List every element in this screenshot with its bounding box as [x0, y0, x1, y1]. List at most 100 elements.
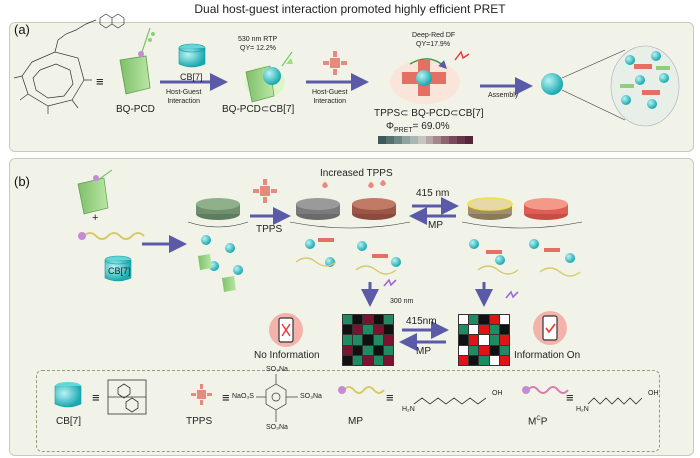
- cb7-label-b: CB[7]: [108, 266, 131, 276]
- no-information-label: No Information: [254, 350, 320, 361]
- legend-cb7-label: CB[7]: [56, 416, 82, 427]
- mp-bottom-label: MP: [416, 346, 431, 357]
- grid-cell: [469, 345, 479, 355]
- grid-cell: [459, 345, 469, 355]
- legend-cb7-icon: [54, 382, 82, 408]
- cb7-structure: [107, 379, 147, 415]
- grid-cell: [373, 335, 383, 345]
- phi-label: ΦPRET= 69.0%: [386, 121, 450, 134]
- pcd-macrocycle-structure: [13, 13, 125, 114]
- grid-cell: [343, 315, 353, 325]
- grid-cell: [469, 315, 479, 325]
- grid-cell: [383, 355, 393, 365]
- color-bar-segment: [449, 136, 458, 144]
- legend-tpps-label: TPPS: [186, 416, 213, 427]
- df-qy-label: QY=17.9%: [416, 41, 451, 48]
- host-guest-label-2: Host-Guest Interaction: [312, 89, 348, 105]
- phone-info-on-icon: [533, 311, 567, 345]
- figure-title: Dual host-guest interaction promoted hig…: [194, 2, 506, 16]
- grid-cell: [499, 355, 509, 365]
- grid-cell: [343, 325, 353, 335]
- grid-cell: [499, 335, 509, 345]
- grid-cell: [479, 355, 489, 365]
- bq-pcd-cup-icon: [119, 27, 155, 95]
- color-bar-segment: [385, 136, 394, 144]
- grid-cell: [363, 335, 373, 345]
- equivalent-sign-a: ≡: [96, 74, 104, 89]
- grid-cell: [353, 345, 363, 355]
- uv-flash-icon-right: [505, 290, 519, 299]
- increased-tpps-label: Increased TPPS: [320, 168, 393, 179]
- color-bar-segment: [409, 136, 418, 144]
- grid-cell: [489, 315, 499, 325]
- grid-cell: [469, 325, 479, 335]
- df-label: Deep-Red DF: [412, 32, 456, 39]
- grid-cell: [489, 335, 499, 345]
- grid-cell: [363, 345, 373, 355]
- grid-cell: [499, 315, 509, 325]
- grid-cell: [373, 315, 383, 325]
- grid-cell: [343, 335, 353, 345]
- equivalent-sign-mcp: ≡: [566, 390, 574, 405]
- tpps-structure: [256, 374, 298, 422]
- grid-cell: [363, 355, 373, 365]
- cb7-barrel-icon-a: [178, 43, 206, 68]
- tpps-label-b: TPPS: [256, 224, 283, 235]
- tpps-so3na-bottom: SO₃Na: [266, 424, 288, 431]
- grid-cell: [479, 315, 489, 325]
- plus-sign: +: [92, 212, 99, 224]
- panel-b-reactants: [77, 169, 145, 282]
- grid-cell: [363, 325, 373, 335]
- host-guest-label-1: Host-Guest Interaction: [166, 89, 202, 105]
- legend-mcp-icon: [522, 386, 569, 394]
- mcp-h2n-label: H₂N: [576, 406, 589, 413]
- tpps-so3na-right: SO₃Na: [300, 393, 322, 400]
- rtp-qy-label: QY= 12.2%: [240, 45, 276, 52]
- brown-disc-icon: [322, 180, 396, 220]
- mcp-structure: [587, 397, 643, 405]
- grid-cell: [459, 355, 469, 365]
- color-bar-segment: [433, 136, 442, 144]
- information-grid-off: [342, 314, 394, 366]
- phone-no-info-icon: [269, 313, 303, 347]
- gray-disc-icon: [296, 198, 340, 220]
- 300nm-label: 300 nm: [390, 298, 414, 305]
- grid-cell: [489, 345, 499, 355]
- panel-b: [9, 158, 694, 456]
- grid-cell: [459, 335, 469, 345]
- information-grid-on: [458, 314, 510, 366]
- grid-cell: [383, 315, 393, 325]
- 415nm-top-label: 415 nm: [416, 188, 450, 199]
- panel-a-label: (a): [14, 22, 30, 37]
- grid-cell: [353, 315, 363, 325]
- grid-cell: [353, 355, 363, 365]
- information-on-label: Information On: [514, 350, 581, 361]
- grid-cell: [343, 345, 353, 355]
- molecule-cluster-middle: [295, 238, 401, 275]
- grid-cell: [489, 325, 499, 335]
- mp-oh-label: OH: [492, 390, 503, 397]
- grid-cell: [469, 355, 479, 365]
- equivalent-sign-tpps: ≡: [222, 390, 230, 405]
- complex-tpps-bq-pcd-cb7-icon: [390, 50, 470, 104]
- yellow-disc-icon: [466, 197, 514, 220]
- green-disc-icon: [187, 198, 249, 292]
- grid-cell: [373, 355, 383, 365]
- color-bar-segment: [465, 136, 474, 144]
- 415nm-bottom-label: 415nm: [406, 316, 437, 327]
- molecule-cluster-right: [469, 239, 581, 277]
- tpps-cross-icon-b: [253, 179, 277, 203]
- grid-cell: [479, 325, 489, 335]
- grid-cell: [353, 335, 363, 345]
- grid-cell: [459, 325, 469, 335]
- uv-flash-icon: [383, 278, 397, 287]
- mp-top-label: MP: [428, 220, 443, 231]
- complex1-label: BQ-PCD⊂CB[7]: [222, 104, 295, 115]
- salmon-disc-icon: [524, 198, 568, 220]
- tpps-so3na-top: SO₃Na: [266, 366, 288, 373]
- grid-cell: [499, 345, 509, 355]
- legend-mp-label: MP: [348, 416, 363, 427]
- tpps-cross-icon-a: [323, 51, 347, 75]
- grid-cell: [499, 325, 509, 335]
